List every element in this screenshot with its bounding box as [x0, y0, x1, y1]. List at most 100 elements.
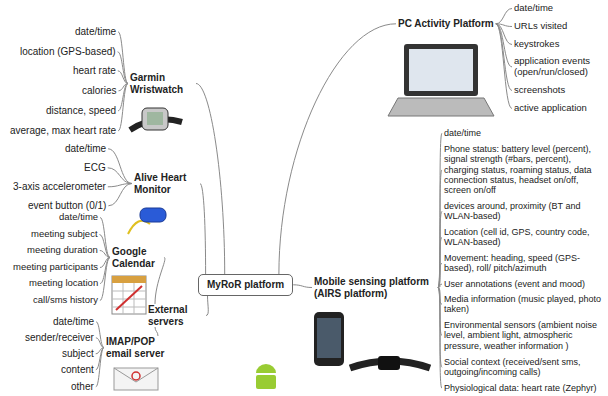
branch-topic: Mobile sensing platform (AIRS platform) [312, 276, 438, 299]
leaf-topic: meeting duration [25, 245, 100, 256]
topic-text: Mobile sensing platform (AIRS platform) [314, 276, 436, 299]
android-icon [256, 375, 276, 389]
branch-topic: Garmin Wristwatch [128, 72, 196, 95]
topic-text: active application [514, 103, 587, 114]
branch-line [100, 235, 111, 258]
branch-line [155, 258, 165, 305]
leaf-topic: other [69, 381, 96, 393]
leaf-topic: screenshots [512, 85, 567, 96]
branch-line [100, 251, 110, 258]
leaf-topic: Social context (received/sent sms, outgo… [442, 357, 606, 378]
topic-text: Environmental sensors (ambient noise lev… [444, 320, 604, 351]
leaf-topic: event button (0/1) [26, 200, 108, 212]
branch-topic: Alive Heart Monitor [132, 172, 200, 195]
branch-line [100, 258, 110, 301]
topic-text: Social context (received/sent sms, outgo… [444, 357, 604, 378]
calendar-icon [112, 276, 146, 283]
leaf-topic: date/time [51, 316, 96, 328]
topic-text: screenshots [514, 85, 565, 96]
topic-text: Movement: heading, speed (GPS-based), ro… [444, 253, 604, 274]
chest-strap-icon [378, 356, 400, 370]
leaf-topic: ECG [82, 162, 108, 174]
branch-line [118, 84, 128, 131]
branch-line [96, 348, 104, 387]
branch-line [438, 284, 442, 287]
topic-text: event button (0/1) [28, 200, 106, 212]
heart-monitor-icon [128, 208, 166, 234]
calendar-icon [112, 283, 146, 314]
leaf-topic: Physiological data: heart rate (Zephyr) [442, 383, 599, 393]
leaf-topic: application events (open/run/closed) [512, 56, 608, 78]
branch-line [438, 170, 442, 288]
leaf-topic: Environmental sensors (ambient noise lev… [442, 320, 606, 351]
topic-text: ECG [84, 162, 106, 174]
leaf-topic: location (GPS-based) [18, 46, 118, 58]
topic-text: heart rate [73, 65, 116, 77]
leaf-topic: User annotations (event and mood) [442, 279, 587, 289]
leaf-topic: sender/receiver [23, 332, 96, 344]
branch-line [438, 237, 442, 287]
sub-topic: IMAP/POP email server [104, 336, 176, 359]
branch-topic: PC Activity Platform [396, 18, 496, 30]
heart-monitor-icon [140, 208, 166, 222]
leaf-topic: average, max heart rate [8, 125, 118, 137]
topic-text: date/time [65, 143, 106, 155]
branch-line [196, 84, 225, 275]
phone-icon [317, 318, 341, 358]
leaf-topic: Movement: heading, speed (GPS-based), ro… [442, 253, 606, 274]
topic-text: date/time [444, 128, 481, 138]
topic-text: meeting location [29, 278, 98, 289]
chest-strap-icon [350, 356, 430, 370]
branch-line [155, 327, 158, 336]
leaf-topic: Media information (music played, photo t… [442, 294, 606, 315]
topic-text: Alive Heart Monitor [134, 172, 198, 195]
topic-text: meeting subject [31, 229, 98, 240]
leaf-topic: date/time [63, 143, 108, 155]
leaf-topic: Location (cell id, GPS, country code, WL… [442, 227, 606, 248]
branch-line [96, 322, 104, 348]
leaf-topic: call/sms history [31, 295, 100, 306]
email-icon [114, 368, 158, 390]
topic-text: date/time [514, 3, 553, 14]
branch-line [108, 184, 132, 206]
android-icon [256, 364, 276, 373]
topic-text: date/time [53, 316, 94, 328]
branch-line [100, 218, 110, 258]
branch-line [438, 133, 442, 287]
calendar-icon [116, 286, 142, 310]
topic-text: keystrokes [514, 39, 559, 50]
laptop-icon [388, 44, 494, 116]
branch-line [118, 71, 128, 84]
topic-text: subject [62, 348, 94, 360]
topic-text: devices around, proximity (BT and WLAN-b… [444, 201, 604, 222]
leaf-topic: subject [60, 348, 96, 360]
topic-text: 3-axis accelerometer [13, 181, 106, 193]
topic-text: Physiological data: heart rate (Zephyr) [444, 383, 597, 393]
branch-line [293, 285, 312, 288]
topic-text: meeting duration [27, 245, 98, 256]
branch-line [108, 168, 132, 184]
topic-text: User annotations (event and mood) [444, 279, 585, 289]
phone-icon [314, 312, 344, 366]
leaf-topic: devices around, proximity (BT and WLAN-b… [442, 201, 606, 222]
leaf-topic: distance, speed [44, 105, 118, 117]
branch-line [496, 9, 512, 24]
topic-text: date/time [59, 212, 98, 223]
topic-text: Google Calendar [112, 246, 162, 269]
leaf-topic: date/time [512, 3, 555, 14]
branch-line [438, 263, 442, 287]
branch-line [96, 338, 104, 348]
leaf-topic: 3-axis accelerometer [11, 181, 108, 193]
topic-text: External servers [148, 304, 204, 327]
leaf-topic: meeting location [27, 278, 100, 289]
calendar-icon [112, 276, 146, 314]
branch-line [496, 24, 512, 109]
android-icon [256, 364, 276, 389]
leaf-topic: meeting subject [29, 229, 100, 240]
email-icon [132, 372, 140, 380]
topic-text: location (GPS-based) [20, 46, 116, 58]
topic-text: application events (open/run/closed) [514, 56, 606, 78]
topic-text: meeting participants [13, 262, 98, 273]
topic-text: date/time [75, 26, 116, 38]
branch-line [279, 24, 396, 274]
